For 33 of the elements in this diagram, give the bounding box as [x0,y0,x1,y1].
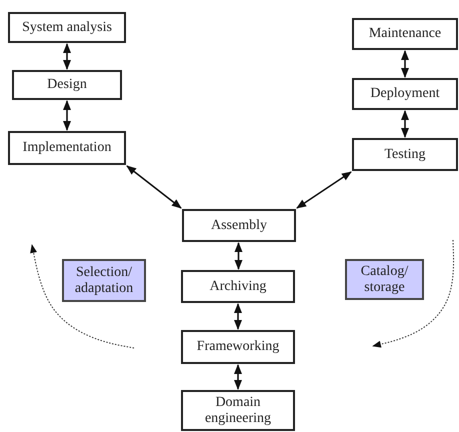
double-arrow [234,364,242,390]
phase-box [352,18,458,50]
node-label: Assembly [211,218,267,234]
phase-box [352,78,458,110]
node-label: Frameworking [196,339,280,355]
double-arrow [401,110,409,138]
node-label: Archiving [210,278,266,294]
phase-box [181,390,295,431]
node-label: Implementation [22,140,112,156]
phase-box [352,138,458,171]
phase-box [181,270,295,303]
activity-box [62,259,146,302]
phase-box [8,12,126,43]
double-arrow [63,100,71,131]
node-label: Testing [384,146,426,162]
phase-box [182,209,296,242]
node-label: System analysis [22,20,112,36]
double-arrow [234,303,242,330]
double-arrow [63,43,71,70]
double-arrow [296,171,352,209]
node-label: Maintenance [368,26,442,42]
node-label: Catalog/ storage [360,264,410,295]
double-arrow [401,50,409,78]
phase-box [181,330,295,364]
phase-box [8,131,126,165]
node-label: Design [47,77,87,93]
double-arrow [234,242,242,270]
node-label: Domain engineering [204,395,272,426]
phase-box [12,70,122,100]
double-arrow [126,165,182,209]
node-label: Deployment [370,86,440,102]
node-label: Selection/ adaptation [74,265,134,296]
activity-box [345,259,424,300]
